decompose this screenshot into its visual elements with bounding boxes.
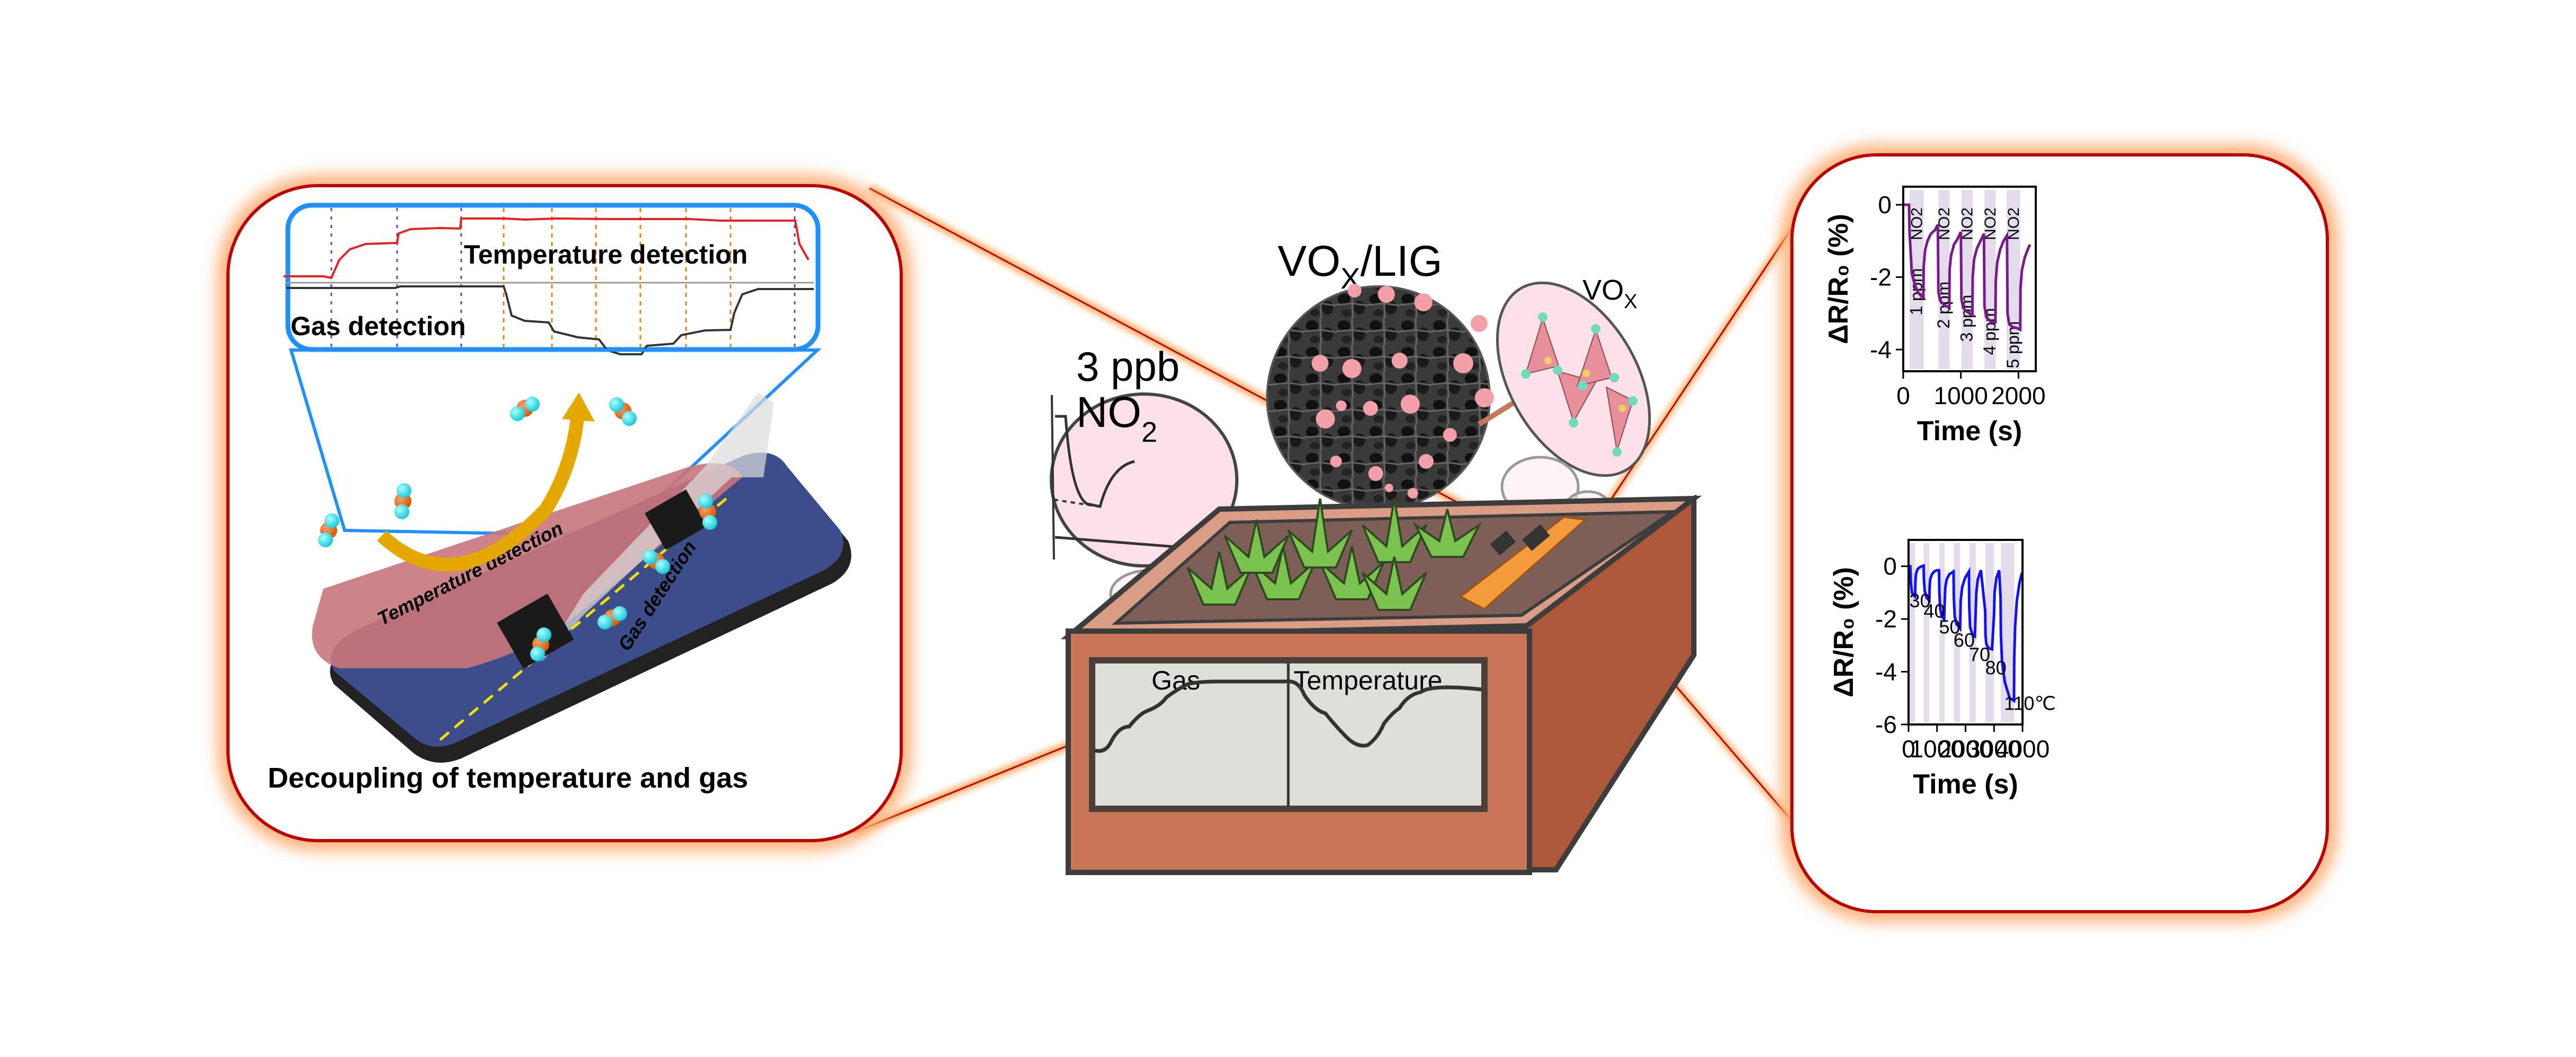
temperature-annotation: 110℃ bbox=[2004, 693, 2056, 714]
y-tick-label: -4 bbox=[1875, 658, 1897, 686]
vox-nanoparticles bbox=[1312, 284, 1494, 499]
plants bbox=[1186, 498, 1482, 611]
exposure-band bbox=[1961, 190, 1973, 369]
molecule-icon bbox=[609, 397, 637, 426]
temperature-response-line bbox=[1909, 564, 2024, 703]
molecule-icon bbox=[597, 606, 627, 630]
planter-box: Gas Temperature bbox=[1060, 494, 1702, 875]
molecule-icon bbox=[394, 483, 411, 519]
temperature-annotation: 80 bbox=[1985, 657, 2007, 679]
band-gas-label: NO2 bbox=[1908, 207, 1926, 240]
center-illustration: 3 ppb NO2 VOX/LIG bbox=[1050, 237, 1702, 875]
molecule-icon bbox=[698, 494, 717, 530]
vox-crystal-bubble: VOX bbox=[1496, 274, 1651, 477]
vox-crystal-label: VOX bbox=[1582, 274, 1637, 313]
x-tick-label: 2000 bbox=[1991, 382, 2045, 409]
x-tick-label: 4000 bbox=[1995, 735, 2050, 763]
screen-gas-trace bbox=[1094, 679, 1287, 753]
no2-response-bubble: 3 ppb NO2 bbox=[1050, 343, 1238, 567]
desorption-arrow bbox=[377, 413, 585, 572]
exposure-band bbox=[1938, 190, 1950, 369]
molecule-icon bbox=[643, 549, 670, 574]
chart2-x-axis-label: Time (s) bbox=[1913, 769, 2018, 800]
left-panel-caption: Decoupling of temperature and gas bbox=[268, 762, 748, 794]
chart1-y-axis-label: ΔR/R₀ (%) bbox=[1823, 214, 1854, 344]
exposure-band bbox=[1939, 543, 1945, 722]
temperature-annotation: 70 bbox=[1969, 644, 1990, 666]
right-panel-frame bbox=[1790, 153, 2329, 913]
inset-dual-signal-chart: Temperature detection Gas detection bbox=[284, 203, 821, 355]
no2-bubble-label: NO2 bbox=[1076, 388, 1157, 448]
chart1-plot-frame bbox=[1902, 186, 2037, 372]
molecule-icon bbox=[530, 627, 551, 661]
x-tick-label: 1000 bbox=[1934, 382, 1988, 409]
inset-temperature-label: Temperature detection bbox=[464, 240, 748, 269]
x-tick-label: 1000 bbox=[1910, 735, 1964, 763]
y-tick-label: 0 bbox=[1878, 191, 1892, 219]
y-tick-label: -6 bbox=[1875, 711, 1897, 738]
chart1-x-axis-label: Time (s) bbox=[1917, 416, 2022, 447]
screen-temperature-trace bbox=[1289, 679, 1482, 748]
desorption-arrow-head bbox=[562, 392, 595, 422]
no2-molecules bbox=[318, 397, 717, 661]
material-title: VOX/LIG bbox=[1278, 237, 1443, 295]
y-tick-label: -2 bbox=[1875, 605, 1897, 633]
y-tick-label: 0 bbox=[1883, 553, 1897, 580]
left-panel: Temperature detection Gas detection Temp… bbox=[217, 175, 912, 851]
x-tick-label: 3000 bbox=[1967, 735, 2021, 763]
inset-dividers-orange bbox=[503, 208, 732, 347]
exposure-band bbox=[1909, 543, 1915, 722]
ppb-label: 3 ppb bbox=[1076, 343, 1180, 390]
temperature-annotation: 60 bbox=[1954, 629, 1975, 651]
temperature-annotation: 30 bbox=[1910, 590, 1931, 612]
molecule-icon bbox=[318, 513, 339, 547]
x-tick-label: 0 bbox=[1902, 735, 1915, 763]
x-tick-label: 2000 bbox=[1938, 735, 1992, 763]
inset-temperature-trace bbox=[284, 217, 810, 279]
inset-gas-label: Gas detection bbox=[291, 311, 466, 341]
exposure-band bbox=[2007, 190, 2020, 369]
temperature-sensing-layer bbox=[312, 463, 742, 668]
y-tick-label: -2 bbox=[1870, 264, 1892, 291]
temperature-annotation: 50 bbox=[1939, 616, 1960, 637]
y-tick-label: -4 bbox=[1870, 336, 1892, 363]
screen-temperature-label: Temperature bbox=[1294, 666, 1443, 695]
exposure-band bbox=[1909, 190, 1924, 369]
chart2-y-axis-label: ΔR/R₀ (%) bbox=[1828, 567, 1859, 697]
exposure-band bbox=[1954, 543, 1960, 722]
connector-left-top bbox=[869, 187, 1570, 563]
no2-response-line bbox=[1903, 203, 2032, 332]
exposure-band bbox=[1985, 543, 1994, 722]
exposure-band bbox=[1923, 543, 1930, 722]
temperature-annotation: 40 bbox=[1923, 600, 1945, 622]
exposure-band bbox=[1984, 190, 1996, 369]
molecule-icon bbox=[510, 397, 540, 421]
x-tick-label: 0 bbox=[1896, 382, 1910, 409]
